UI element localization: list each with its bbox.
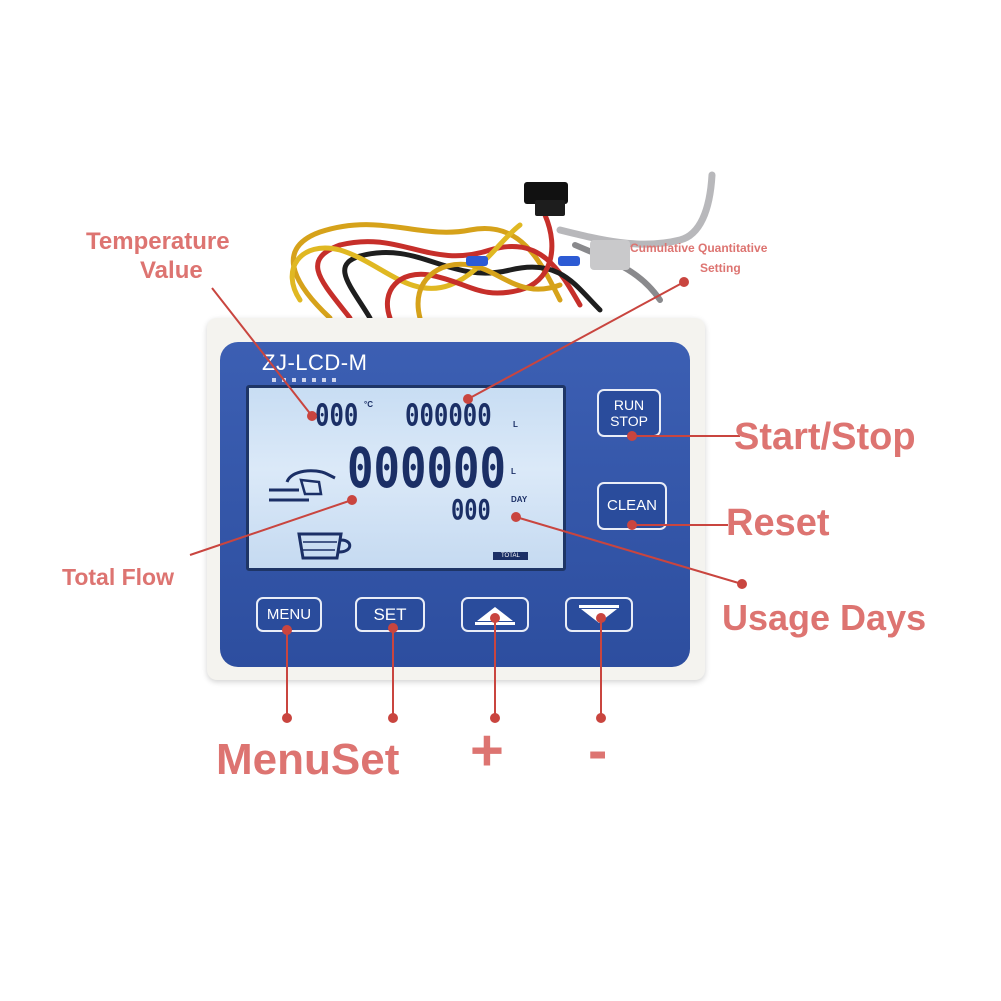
lcd-total-flow-unit: L — [511, 467, 516, 476]
lcd-total-flow: 000000 — [347, 437, 506, 501]
model-dots — [272, 378, 342, 382]
clean-button[interactable]: CLEAN — [597, 482, 667, 530]
run-stop-button[interactable]: RUN STOP — [597, 389, 661, 437]
model-label: ZJ-LCD-M — [262, 350, 368, 375]
callout-minus: - — [588, 718, 608, 783]
triangle-down-icon — [579, 605, 619, 623]
lcd-temperature-unit: °C — [364, 400, 373, 409]
lcd-temperature: 000 — [315, 398, 359, 433]
callout-reset: Reset — [726, 502, 830, 544]
callout-cumulative: Cumulative Quantitative — [630, 241, 768, 255]
down-button[interactable] — [565, 597, 633, 632]
lcd-days: 000 — [451, 495, 491, 527]
lcd-quantitative-setting: 000000 — [405, 398, 492, 433]
run-label: RUN — [613, 397, 645, 413]
stop-label: STOP — [610, 413, 648, 429]
callout-total-flow: Total Flow — [62, 564, 175, 590]
faucet-icon — [269, 469, 336, 502]
triangle-up-icon — [475, 607, 515, 625]
cup-icon — [297, 532, 352, 560]
callout-plus: + — [470, 718, 504, 783]
lcd-days-unit: DAY — [511, 495, 528, 504]
up-button[interactable] — [461, 597, 529, 632]
callout-cumulative-setting: Setting — [700, 261, 741, 275]
callout-temperature: Temperature — [86, 228, 230, 255]
callout-menu-set: MenuSet — [216, 735, 400, 784]
lcd-quantitative-unit: L — [513, 420, 518, 429]
lcd-total-tag: TOTAL — [493, 552, 528, 560]
menu-button[interactable]: MENU — [256, 597, 322, 632]
callout-start-stop: Start/Stop — [734, 416, 916, 458]
set-button[interactable]: SET — [355, 597, 425, 632]
callout-temperature-value: Value — [140, 257, 203, 284]
callout-usage-days: Usage Days — [722, 597, 927, 638]
